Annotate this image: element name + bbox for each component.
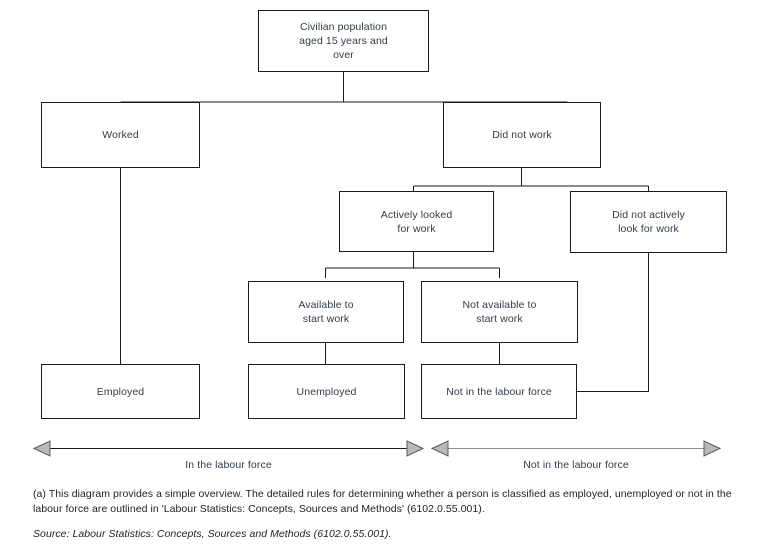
node-employed-label: Employed [96, 385, 145, 398]
node-unemployed[interactable]: Unemployed [248, 364, 405, 419]
node-not-available-to-start-work[interactable]: Not available to start work [421, 281, 578, 343]
node-actively-looked-for-work[interactable]: Actively looked for work [339, 191, 494, 252]
axis-label-not-in-labour-force: Not in the labour force [432, 459, 720, 471]
node-did-not-actively-look-for-work-label: Did not actively look for work [612, 209, 685, 235]
footnote-text: (a) This diagram provides a simple overv… [33, 488, 732, 515]
node-available-to-start-work[interactable]: Available to start work [248, 281, 404, 343]
axis-label-not-in-labour-force-text: Not in the labour force [523, 459, 629, 471]
node-did-not-work[interactable]: Did not work [443, 102, 601, 168]
node-not-in-the-labour-force-label: Not in the labour force [446, 385, 552, 398]
node-worked-label: Worked [102, 129, 139, 141]
node-not-in-the-labour-force[interactable]: Not in the labour force [421, 364, 577, 419]
connector-notactively-to-nilf [576, 253, 650, 393]
axis-label-in-labour-force-text: In the labour force [185, 459, 272, 471]
axis-label-in-labour-force: In the labour force [34, 459, 423, 471]
node-did-not-actively-look-for-work[interactable]: Did not actively look for work [570, 191, 727, 253]
arrow-in-labour-force [32, 440, 425, 457]
node-unemployed-label: Unemployed [296, 385, 357, 398]
node-not-available-to-start-work-label: Not available to start work [462, 299, 537, 325]
node-civilian-population-label: Civilian population aged 15 years and ov… [299, 21, 388, 61]
node-worked[interactable]: Worked [41, 102, 200, 168]
footnote: (a) This diagram provides a simple overv… [33, 487, 745, 517]
node-available-to-start-work-label: Available to start work [298, 299, 354, 325]
node-civilian-population[interactable]: Civilian population aged 15 years and ov… [258, 10, 429, 72]
source-text: Source: Labour Statistics: Concepts, Sou… [33, 528, 392, 540]
node-employed[interactable]: Employed [41, 364, 200, 419]
node-did-not-work-label: Did not work [492, 129, 552, 141]
node-actively-looked-for-work-label: Actively looked for work [380, 208, 453, 235]
source-line: Source: Labour Statistics: Concepts, Sou… [33, 528, 633, 540]
arrow-not-in-labour-force [430, 440, 722, 457]
